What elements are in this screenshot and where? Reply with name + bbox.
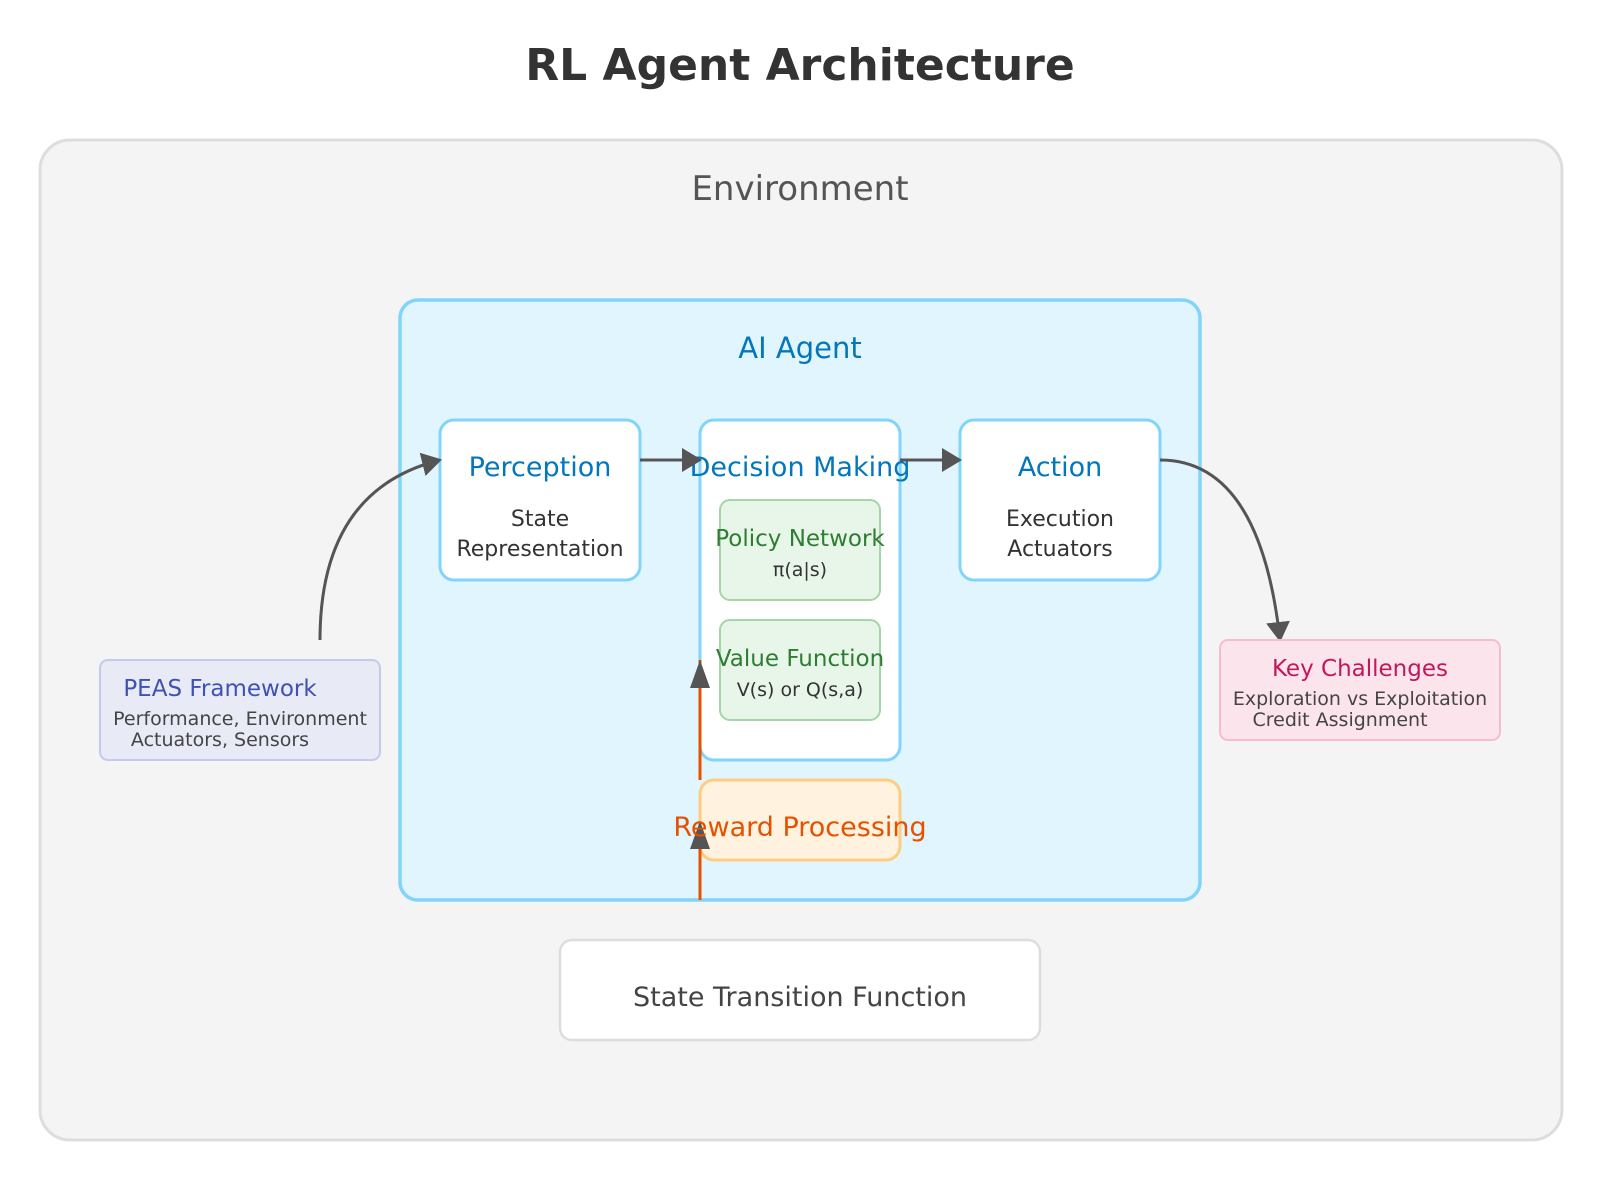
page-title: RL Agent Architecture [525, 40, 1074, 91]
reward-arrow-upper-head [690, 660, 710, 688]
action-line-2: Actuators [1007, 537, 1112, 562]
perception-line-1: State [511, 507, 569, 532]
key-challenges-title: Key Challenges [1272, 656, 1448, 682]
action-to-environment-arrow [1159, 458, 1290, 642]
peas-framework-line-1: Performance, Environment [113, 708, 367, 730]
key-challenges-line-2: Credit Assignment [1252, 709, 1427, 731]
state-transition-box [558, 938, 1042, 1042]
perception-title: Perception [469, 452, 612, 483]
value-function-box [719, 619, 881, 721]
key-challenges-box [1219, 639, 1501, 741]
peas-framework-title: PEAS Framework [123, 676, 317, 702]
environment-to-perception-arrow [318, 452, 442, 641]
peas-framework-box [99, 659, 381, 761]
environment-label: Environment [691, 169, 908, 209]
value-function-formula: V(s) or Q(s,a) [737, 679, 864, 701]
action-line-1: Execution [1006, 507, 1114, 532]
reward-processing-box [698, 778, 902, 862]
perception-box [438, 418, 642, 582]
reward-processing-label: Reward Processing [673, 812, 926, 843]
perception-line-2: Representation [456, 537, 623, 562]
peas-framework-line-2: Actuators, Sensors [131, 729, 309, 751]
state-transition-label: State Transition Function [633, 982, 967, 1013]
action-box [958, 418, 1162, 582]
key-challenges-line-1: Exploration vs Exploitation [1233, 688, 1487, 710]
value-function-title: Value Function [716, 646, 884, 672]
policy-network-title: Policy Network [715, 526, 885, 552]
decision-making-title: Decision Making [690, 452, 911, 483]
action-title: Action [1018, 452, 1103, 483]
agent-label: AI Agent [738, 331, 861, 365]
policy-network-formula: π(a|s) [773, 559, 827, 581]
policy-network-box [719, 499, 881, 601]
reward-arrow-lower-head [690, 821, 710, 849]
